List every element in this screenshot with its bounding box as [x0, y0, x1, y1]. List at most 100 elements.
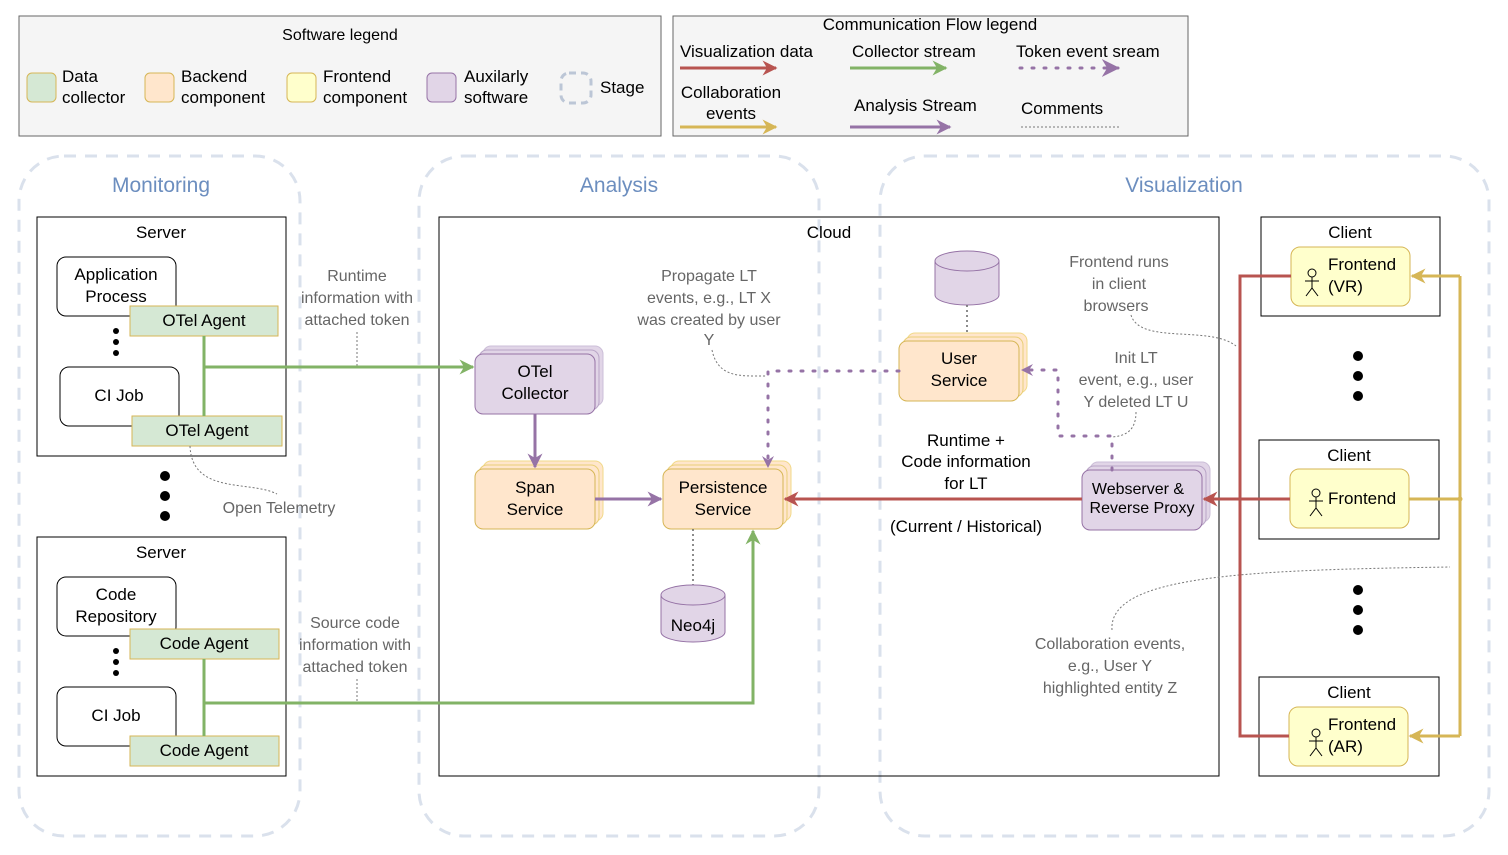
legend-frontend-1: Frontend [323, 67, 391, 86]
user-database [934, 250, 1000, 333]
init-note-1: Init LT [1114, 350, 1158, 367]
ci-job-1-label: CI Job [94, 386, 143, 405]
legend-backend-2: component [181, 88, 265, 107]
cloud-title: Cloud [807, 223, 851, 242]
software-legend: Software legend Data collector Backend c… [18, 15, 662, 137]
frontend-swatch [286, 72, 317, 103]
webserver-reverse-proxy: Webserver & Reverse Proxy [1081, 461, 1211, 531]
user-service: User Service [898, 332, 1028, 402]
neo4j-database: Neo4j [660, 529, 726, 643]
runtime-label-2: Code information [901, 452, 1030, 471]
client-browser: Client Frontend [1258, 439, 1440, 540]
runtime-note-2: information with [301, 290, 413, 307]
runtime-label-3: for LT [944, 474, 987, 493]
client-ar-title: Client [1327, 683, 1371, 702]
client-ar: Client Frontend (AR) [1258, 676, 1440, 777]
frontend-vr-line-2: (VR) [1328, 277, 1363, 296]
legend-auxiliary-2: software [464, 88, 528, 107]
application-process [56, 256, 177, 317]
software-legend-title: Software legend [282, 27, 398, 44]
frontend-ar-line-1: Frontend [1328, 715, 1396, 734]
visualization-data-flow [783, 274, 1291, 738]
open-telemetry-note: Open Telemetry [223, 500, 336, 517]
code-repository [56, 576, 177, 637]
analysis-stream-flow [527, 414, 663, 507]
otel-agent-2 [131, 415, 283, 447]
legend-backend-1: Backend [181, 67, 247, 86]
persistence-service: Persistence Service [662, 460, 792, 530]
code-repository-line-2: Repository [75, 607, 157, 626]
application-process-line-2: Process [85, 287, 146, 306]
frontend-vr-line-1: Frontend [1328, 255, 1396, 274]
runtime-note-3: attached token [305, 312, 410, 329]
ci-job-1 [59, 366, 180, 427]
auxiliary-swatch [426, 72, 457, 103]
stage-swatch [559, 71, 593, 105]
init-note-2: event, e.g., user [1079, 372, 1194, 389]
span-service-line-2: Service [507, 500, 564, 519]
propagate-note-4: Y [704, 332, 715, 349]
stage-monitoring [17, 154, 302, 838]
legend-data-collector-1: Data [62, 67, 98, 86]
frontend-browser-label: Frontend [1328, 489, 1396, 508]
token-event-flow [762, 364, 1114, 472]
current-historical-label: (Current / Historical) [890, 517, 1042, 536]
otel-collector-line-1: OTel [518, 362, 553, 381]
collab-note-3: highlighted entity Z [1043, 680, 1178, 697]
legend-comments-label: Comments [1021, 99, 1103, 118]
client-vr-title: Client [1328, 223, 1372, 242]
otel-collector: OTel Collector [474, 345, 604, 415]
span-service-line-1: Span [515, 478, 555, 497]
server-1-title: Server [136, 223, 186, 242]
browser-note-2: in client [1092, 276, 1147, 293]
cloud-container [438, 216, 1220, 777]
collector-stream-flow [202, 336, 761, 736]
otel-agent-1-label: OTel Agent [162, 311, 245, 330]
client-vr: Client Frontend (VR) [1260, 216, 1441, 317]
persistence-service-line-1: Persistence [679, 478, 768, 497]
code-agent-2 [129, 735, 280, 767]
stage-visualization-title: Visualization [1125, 174, 1243, 197]
legend-stage: Stage [600, 78, 644, 97]
otel-agent-2-label: OTel Agent [165, 421, 248, 440]
ci-job-2 [56, 686, 177, 747]
propagate-note-1: Propagate LT [661, 268, 757, 285]
stage-analysis-title: Analysis [580, 174, 658, 197]
legend-visualization-label: Visualization data [680, 42, 813, 61]
client-browser-title: Client [1327, 446, 1371, 465]
collab-note-1: Collaboration events, [1035, 636, 1185, 653]
source-note-3: attached token [303, 659, 408, 676]
source-note-1: Source code [310, 615, 400, 632]
stage-visualization [878, 154, 1491, 838]
code-agent-1-label: Code Agent [160, 634, 249, 653]
legend-analysis-label: Analysis Stream [854, 96, 977, 115]
server-2-title: Server [136, 543, 186, 562]
webserver-line-2: Reverse Proxy [1090, 500, 1195, 517]
frontend-ar-line-2: (AR) [1328, 737, 1363, 756]
flow-legend: Communication Flow legend Visualization … [672, 15, 1189, 137]
persistence-service-line-2: Service [695, 500, 752, 519]
legend-token-label: Token event sream [1016, 42, 1160, 61]
user-service-line-2: Service [931, 371, 988, 390]
otel-agent-1 [129, 305, 279, 337]
legend-collaboration-1: Collaboration [681, 83, 781, 102]
application-process-line-1: Application [74, 265, 157, 284]
otel-collector-line-2: Collector [501, 384, 568, 403]
propagate-note-2: events, e.g., LT X [647, 290, 771, 307]
stage-analysis [417, 154, 821, 838]
browser-note-1: Frontend runs [1069, 254, 1169, 271]
source-note-2: information with [299, 637, 411, 654]
init-note-3: Y deleted LT U [1084, 394, 1189, 411]
runtime-note-1: Runtime [327, 268, 387, 285]
code-agent-1 [129, 628, 280, 660]
legend-collaboration-2: events [706, 104, 756, 123]
server-1: Server Application Process OTel Agent CI… [36, 216, 287, 457]
code-repository-line-1: Code [96, 585, 137, 604]
legend-frontend-2: component [323, 88, 407, 107]
server-2: Server Code Repository Code Agent CI Job… [36, 536, 287, 777]
browser-note-3: browsers [1084, 298, 1149, 315]
backend-swatch [144, 72, 175, 103]
neo4j-label: Neo4j [671, 616, 715, 635]
span-service: Span Service [474, 460, 604, 530]
legend-collector-label: Collector stream [852, 42, 976, 61]
